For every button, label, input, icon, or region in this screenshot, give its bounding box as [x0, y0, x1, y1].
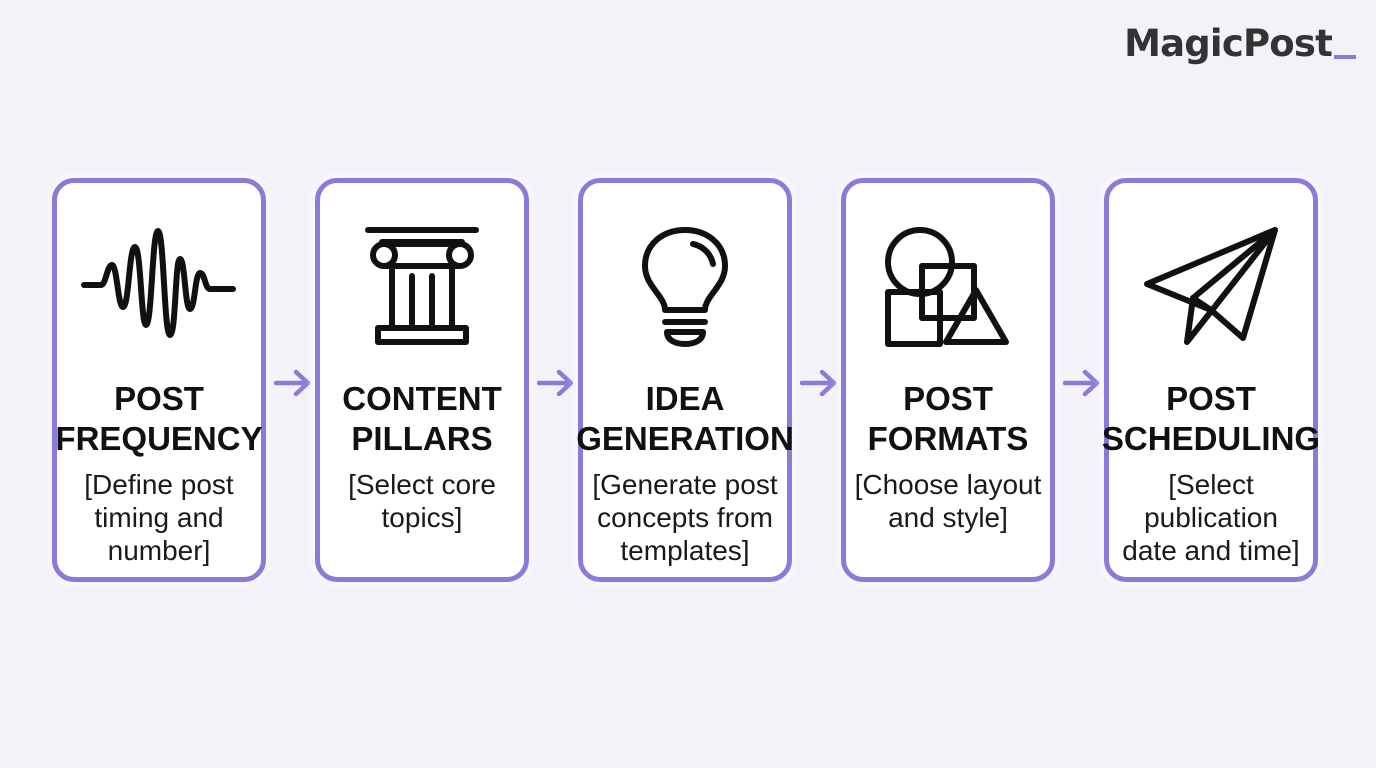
step-card-content-pillars: CONTENT PILLARS [Select core topics]: [315, 178, 529, 582]
brand-name: MagicPost: [1124, 22, 1333, 65]
step-title: POST FORMATS: [867, 380, 1029, 457]
step-description: [Select publication date and time]: [1122, 469, 1300, 566]
step-card-post-scheduling: POST SCHEDULING [Select publication date…: [1102, 178, 1320, 582]
step-title: POST SCHEDULING: [1101, 380, 1321, 457]
brand-logo: MagicPost: [1124, 22, 1356, 65]
arrow-right-icon: [800, 369, 837, 397]
paper-plane-icon: [1109, 221, 1313, 353]
step-title: POST FREQUENCY: [55, 380, 263, 457]
arrow-right-icon: [274, 369, 311, 397]
lightbulb-icon: [583, 221, 787, 353]
shapes-icon: [846, 221, 1050, 353]
step-description: [Choose layout and style]: [854, 469, 1042, 533]
step-description: [Select core topics]: [348, 469, 496, 533]
step-card-post-formats: POST FORMATS [Choose layout and style]: [841, 178, 1055, 582]
arrow-right-icon: [1063, 369, 1100, 397]
step-card-post-frequency: POST FREQUENCY [Define post timing and n…: [52, 178, 266, 582]
pillar-icon: [320, 221, 524, 353]
step-description: [Generate post concepts from templates]: [592, 469, 778, 566]
brand-cursor-underscore: [1334, 55, 1356, 59]
step-card-idea-generation: IDEA GENERATION [Generate post concepts …: [576, 178, 794, 582]
step-title: IDEA GENERATION: [576, 380, 794, 457]
waveform-icon: [57, 221, 261, 353]
step-description: [Define post timing and number]: [84, 469, 234, 566]
step-title: CONTENT PILLARS: [342, 380, 502, 457]
arrow-right-icon: [537, 369, 574, 397]
